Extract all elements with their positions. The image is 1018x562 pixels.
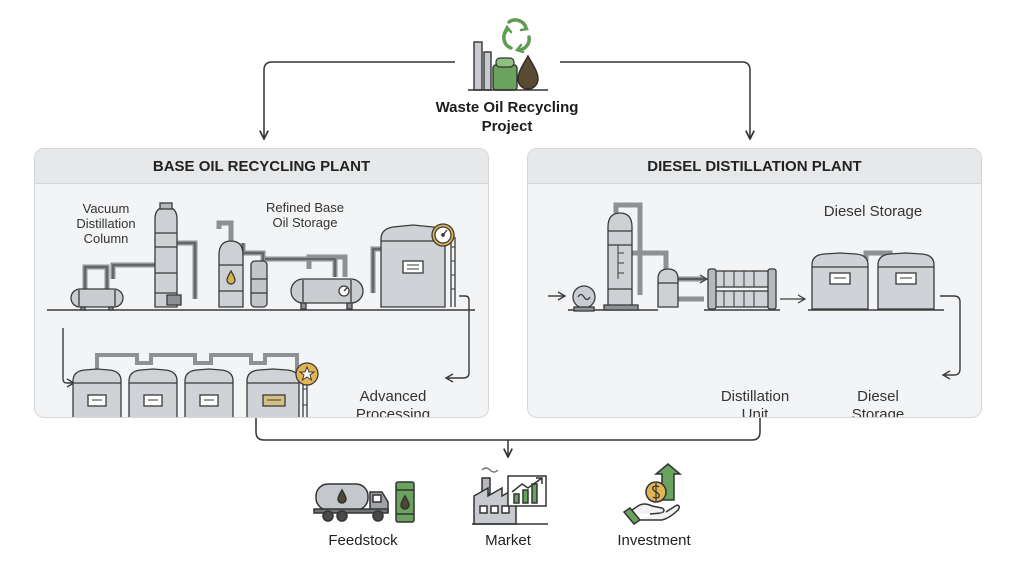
horizontal-tank-with-gauge — [290, 278, 364, 310]
diesel-plant-body: Diesel Storage Distillation Unit Diesel … — [528, 183, 981, 417]
recycling-plant-oil-drop-icon — [468, 18, 548, 91]
receiver-drum — [657, 268, 679, 308]
diesel-plant-panel: DIESEL DISTILLATION PLANT — [527, 148, 982, 418]
base-oil-plant-panel: BASE OIL RECYCLING PLANT — [34, 148, 489, 418]
output-label-market: Market — [485, 532, 531, 549]
base-oil-plant-title: BASE OIL RECYCLING PLANT — [35, 149, 488, 184]
distillation-unit-label: Distillation Unit — [720, 388, 790, 418]
horizontal-tank — [70, 288, 124, 311]
process-line — [47, 295, 475, 384]
diesel-plant-title: DIESEL DISTILLATION PLANT — [528, 149, 981, 184]
advanced-processing-label: Advanced Processing — [355, 388, 431, 418]
pressure-gauge-icon — [431, 223, 455, 247]
hand-money-growth-icon — [622, 463, 683, 525]
base-oil-process-illustration — [47, 202, 475, 417]
diesel-storage-tanks — [811, 252, 935, 310]
diesel-process-illustration — [548, 202, 961, 380]
factory-growth-chart-icon — [472, 467, 548, 525]
feed-pump — [572, 285, 596, 312]
project-title: Waste Oil Recycling Project — [435, 99, 579, 135]
refined-oil-storage-tank — [380, 224, 456, 308]
base-oil-plant-body: Vacuum Distillation Column Refined Base … — [35, 183, 488, 417]
output-label-feedstock: Feedstock — [328, 532, 398, 549]
diesel-storage-bottom-label: Diesel Storage — [851, 388, 905, 418]
star-badge-icon — [295, 362, 319, 386]
vacuum-distillation-column — [154, 202, 182, 308]
distillation-column — [603, 212, 639, 311]
arrow-project-to-diesel-plant — [560, 61, 750, 138]
small-column — [250, 260, 268, 308]
separator-vessel — [218, 240, 244, 308]
bracket-plants-to-outputs — [255, 417, 761, 441]
refined-storage-label: Refined Base Oil Storage — [265, 200, 345, 230]
arrow-project-to-base-plant — [264, 61, 455, 138]
heat-exchanger — [707, 268, 777, 310]
vacuum-column-label: Vacuum Distillation Column — [76, 201, 136, 246]
storage-tank-row — [72, 353, 308, 417]
diesel-storage-top-label: Diesel Storage — [823, 203, 923, 220]
tanker-truck-icon — [313, 481, 415, 523]
output-label-investment: Investment — [617, 532, 691, 549]
